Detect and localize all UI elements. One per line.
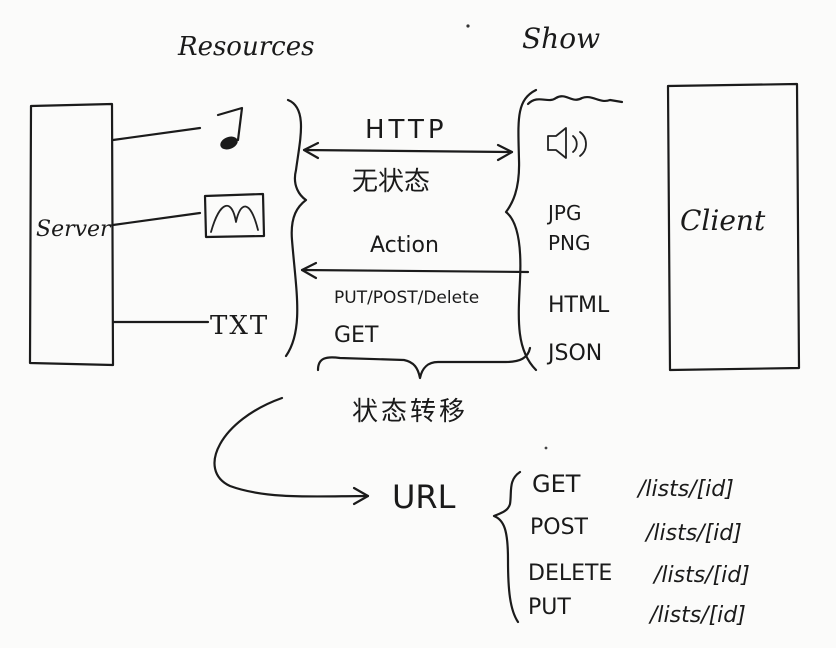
client-label: Client [680, 204, 766, 237]
route-method: POST [530, 515, 589, 540]
music-note-icon [216, 106, 244, 150]
route-method: PUT [528, 595, 571, 620]
get-label: GET [334, 323, 379, 348]
action-label: Action [370, 233, 439, 258]
state-transfer-label: 状态转移 [352, 397, 468, 427]
txt-resource: TXT [210, 311, 269, 341]
url-label: URL [392, 478, 456, 516]
route-path: /lists/[id] [652, 563, 750, 588]
methods-label: PUT/POST/Delete [334, 288, 479, 308]
route-path: /lists/[id] [648, 603, 746, 628]
client-box [666, 82, 801, 372]
format-html: HTML [548, 293, 610, 318]
route-method: DELETE [528, 561, 612, 586]
route-method: GET [532, 470, 581, 498]
http-label: HTTP [365, 115, 448, 145]
stateless-label: 无状态 [352, 167, 430, 197]
action-arrow [300, 261, 530, 280]
route-row: PUT /lists/[id] [528, 595, 746, 628]
protocol-bottom-brace [316, 346, 532, 380]
server-box [28, 102, 115, 367]
route-row: DELETE /lists/[id] [528, 561, 750, 588]
http-double-arrow [302, 141, 514, 162]
server-line-image [111, 211, 202, 227]
server-label: Server [36, 217, 112, 242]
routes-brace [492, 470, 522, 624]
format-json: JSON [546, 341, 602, 366]
format-jpg: JPG [546, 201, 581, 225]
squiggle-text-icon [526, 95, 624, 106]
image-icon [203, 192, 266, 239]
route-row: POST /lists/[id] [530, 515, 742, 546]
speaker-icon [547, 127, 587, 159]
resources-header: Resources [177, 32, 314, 62]
server-line-music [111, 126, 202, 142]
resources-brace [284, 98, 308, 358]
ink-dot [544, 446, 548, 450]
show-header: Show [522, 22, 600, 55]
ink-dot [466, 24, 470, 28]
show-brace [504, 88, 538, 372]
format-png: PNG [548, 231, 591, 255]
route-path: /lists/[id] [644, 521, 742, 546]
route-path: /lists/[id] [636, 477, 734, 502]
route-row: GET /lists/[id] [532, 470, 734, 502]
state-transfer-to-url-arrow [213, 396, 370, 506]
